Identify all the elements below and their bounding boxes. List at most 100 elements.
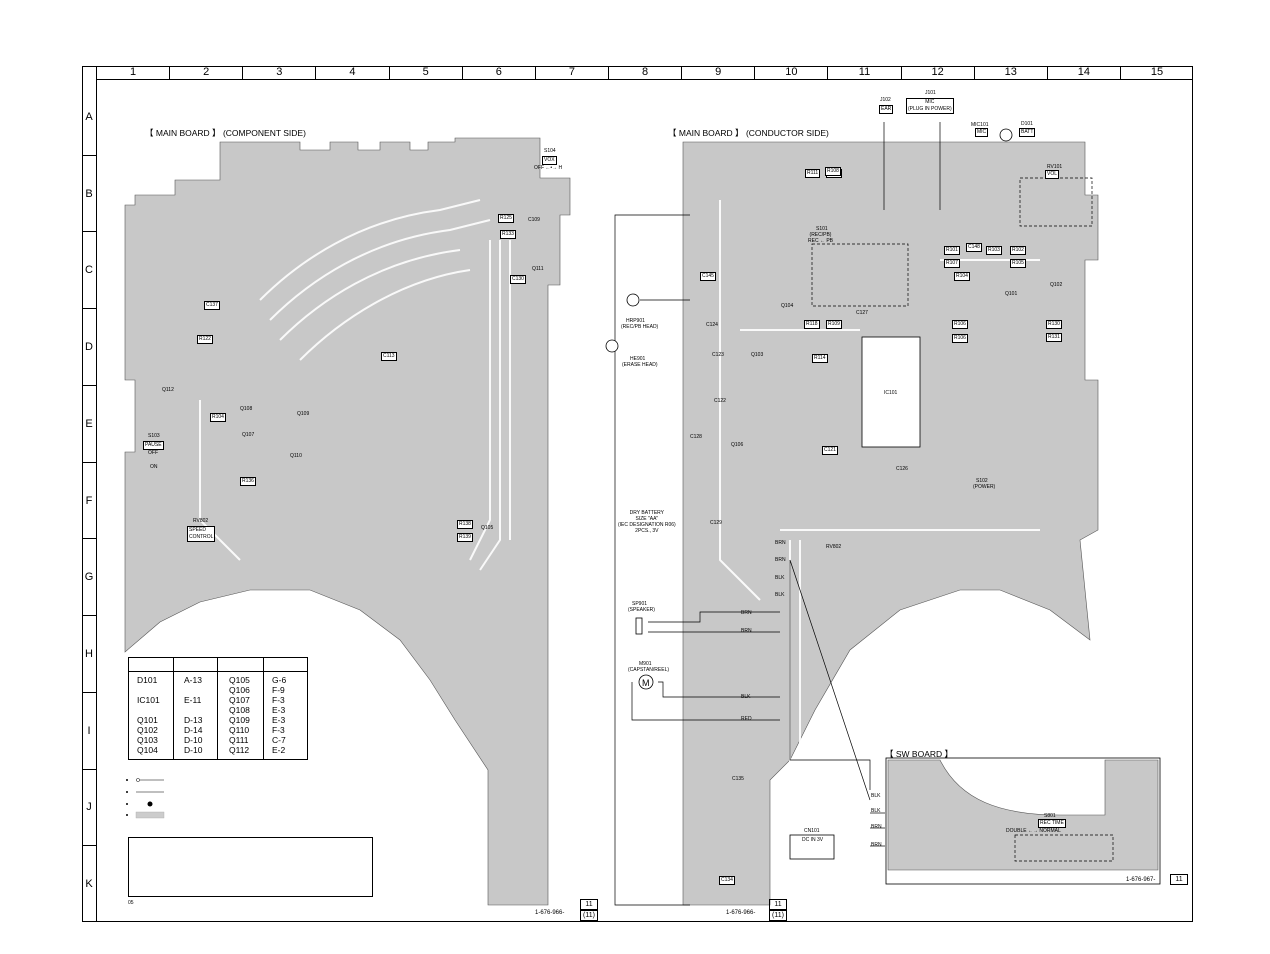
loc-cell (184, 685, 202, 695)
rv802-speed-control: SPEED CONTROL (187, 526, 216, 542)
c145: C145 (700, 272, 716, 281)
wire-brn-4: BRN (741, 628, 752, 634)
q102-label: Q102 (1050, 282, 1063, 288)
legend-symbols (126, 778, 165, 819)
r106b: R106 (952, 334, 968, 343)
s104-vox: VOX (542, 156, 557, 165)
board-number-left: 1-676-966- (535, 910, 565, 916)
loc-cell: D101 (137, 675, 158, 685)
rv802-right: RV802 (826, 544, 842, 550)
sp901-label: SP901 (632, 601, 648, 607)
loc-cell: G-6 (272, 675, 287, 685)
cn101-label: CN101 (804, 828, 820, 834)
j102-label: J102 (880, 97, 891, 103)
wire-blk-2: BLK (775, 592, 785, 598)
sw-brn-2: BRN (871, 842, 882, 848)
s101-label: S101 (816, 226, 828, 232)
row-label: A (85, 110, 93, 123)
c124: C124 (706, 322, 718, 328)
he901-desc: (ERASE HEAD) (622, 362, 658, 368)
loc-cell: Q105 (229, 675, 250, 685)
c113: C113 (381, 352, 397, 361)
loc-cell: D-13 (184, 715, 203, 725)
row-label: E (82, 384, 96, 462)
c128: C128 (690, 434, 702, 440)
q107-label: Q107 (242, 432, 255, 438)
row-label: I (82, 691, 96, 769)
loc-cell: Q108 (229, 705, 250, 715)
mic101-label: MIC101 (971, 122, 989, 128)
c134: C134 (719, 876, 735, 885)
s102-desc: (POWER) (973, 484, 996, 490)
q110-label: Q110 (290, 453, 302, 459)
s102-label: S102 (976, 478, 988, 484)
c121: C121 (822, 446, 838, 455)
loc-cell: Q111 (229, 735, 249, 745)
r108: R108 (825, 167, 841, 176)
column-label: 10 (754, 66, 827, 79)
loc-cell (137, 685, 160, 695)
sw-board-outline (887, 759, 1159, 871)
loc-cell: D-10 (184, 735, 203, 745)
c148: C148 (966, 243, 982, 252)
sp901-desc: (SPEAKER) (628, 607, 655, 613)
q111-label: Q111 (532, 266, 544, 272)
r139: R139 (457, 533, 473, 542)
s103-pause: PAUSE (143, 441, 164, 450)
s104-pos: OFF ←•→ H (534, 165, 563, 171)
column-label: 8 (607, 66, 681, 79)
r136: R136 (240, 477, 256, 486)
row-label: G (82, 538, 96, 615)
r138: R138 (457, 520, 473, 529)
wire-brn-2: BRN (775, 557, 786, 563)
loc-cell: Q107 (229, 695, 250, 705)
column-label: 1 (96, 66, 169, 79)
c123: C123 (712, 352, 724, 358)
c122: C122 (714, 398, 726, 404)
r114: R114 (812, 354, 828, 363)
sw-board-title: 【 SW BOARD 】 (885, 749, 954, 759)
hrp901-desc: (REC/PB HEAD) (621, 324, 659, 330)
loc-cell (137, 705, 160, 715)
loc-cell: E-11 (184, 695, 202, 705)
c137: C137 (204, 301, 220, 310)
row-label: H (82, 615, 96, 692)
q106-label: Q106 (731, 442, 744, 448)
row-label: F (82, 461, 96, 539)
r104b: R104 (954, 272, 970, 281)
hrp901-label: HRP901 (626, 318, 645, 324)
r107: R107 (944, 259, 960, 268)
column-label: 3 (242, 66, 315, 79)
column-label: 4 (315, 66, 388, 79)
q105-label: Q105 (481, 525, 494, 531)
s103-off: OFF (148, 450, 158, 456)
conductor-side-title: 【 MAIN BOARD 】 (CONDUCTOR SIDE) (668, 128, 829, 138)
loc-cell (184, 705, 202, 715)
footnote: 05 (128, 900, 134, 906)
q103-label: Q103 (751, 352, 764, 358)
ref-left-2: (11) (580, 910, 598, 921)
ref-right-2: (11) (769, 910, 787, 921)
cn101-desc: DC IN 3V (802, 837, 824, 843)
loc-cell: C-7 (272, 735, 286, 745)
main-board-conductor-outline (682, 141, 1099, 906)
q104-label: Q104 (781, 303, 794, 309)
c130: C130 (510, 275, 526, 284)
ref-sw: 11 (1170, 874, 1188, 885)
ref-right: 11 (769, 899, 787, 910)
rv802-label: RV802 (193, 518, 209, 524)
r111: R111 (805, 169, 821, 178)
loc-cell: IC101 (137, 695, 160, 705)
loc-cell: F-3 (272, 695, 285, 705)
row-label: B (82, 154, 96, 232)
j101-label: J101 (925, 90, 936, 96)
column-label: 9 (681, 66, 754, 79)
column-label: 11 (827, 66, 900, 79)
c109: C109 (528, 217, 540, 223)
c129: C129 (710, 520, 722, 526)
row-label: K (82, 845, 96, 922)
